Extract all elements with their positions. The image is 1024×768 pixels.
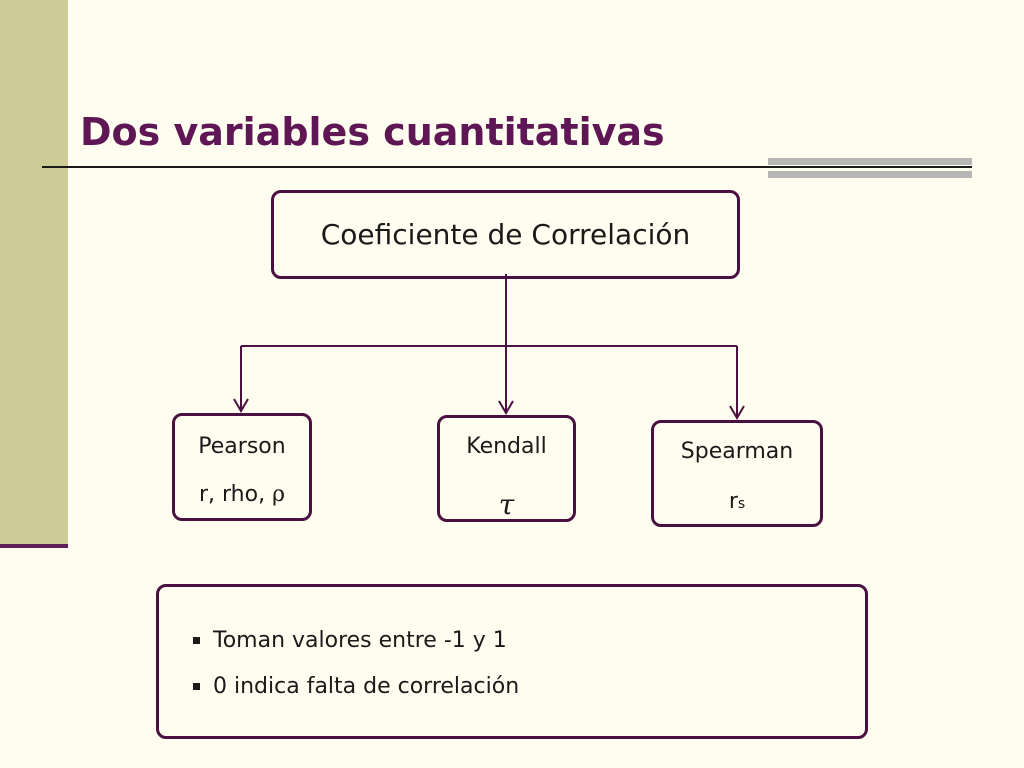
arrow-down-icon: [498, 400, 514, 415]
sidebar-underline: [0, 544, 68, 548]
root-node-label: Coeficiente de Correlación: [320, 218, 691, 251]
node-spearman: Spearman rs: [651, 420, 823, 527]
list-item: 0 indica falta de correlación: [193, 663, 519, 709]
root-node-box: Coeficiente de Correlación: [271, 190, 740, 279]
tau-symbol-icon: τ: [498, 488, 515, 521]
node-pearson-name: Pearson: [198, 434, 286, 459]
node-spearman-name: Spearman: [680, 439, 794, 464]
node-spearman-symbol-main: r: [728, 489, 738, 514]
square-bullet-icon: [193, 636, 200, 644]
node-pearson-symbol: r, rho, ρ: [175, 482, 309, 507]
node-kendall: Kendall τ: [437, 415, 576, 522]
slide-title: Dos variables cuantitativas: [80, 110, 665, 154]
node-spearman-symbol-sub: s: [737, 496, 746, 512]
list-item: Toman valores entre -1 y 1: [193, 617, 519, 663]
node-kendall-name: Kendall: [466, 434, 547, 459]
decorative-bar-top: [768, 158, 972, 165]
arrow-down-icon: [729, 405, 745, 420]
list-item-text: 0 indica falta de correlación: [213, 673, 520, 699]
notes-list: Toman valores entre -1 y 1 0 indica falt…: [193, 617, 519, 709]
list-item-text: Toman valores entre -1 y 1: [213, 627, 507, 653]
rho-symbol-icon: ρ: [272, 482, 286, 507]
notes-box: Toman valores entre -1 y 1 0 indica falt…: [156, 584, 868, 739]
arrow-down-icon: [233, 398, 249, 413]
title-divider: [42, 166, 972, 168]
decorative-bar-bottom: [768, 171, 972, 178]
node-spearman-symbol: rs: [654, 489, 820, 514]
sidebar-decoration: [0, 0, 68, 545]
node-pearson-symbol-text: r, rho,: [198, 482, 273, 507]
node-pearson: Pearson r, rho, ρ: [172, 413, 312, 521]
square-bullet-icon: [193, 682, 200, 690]
